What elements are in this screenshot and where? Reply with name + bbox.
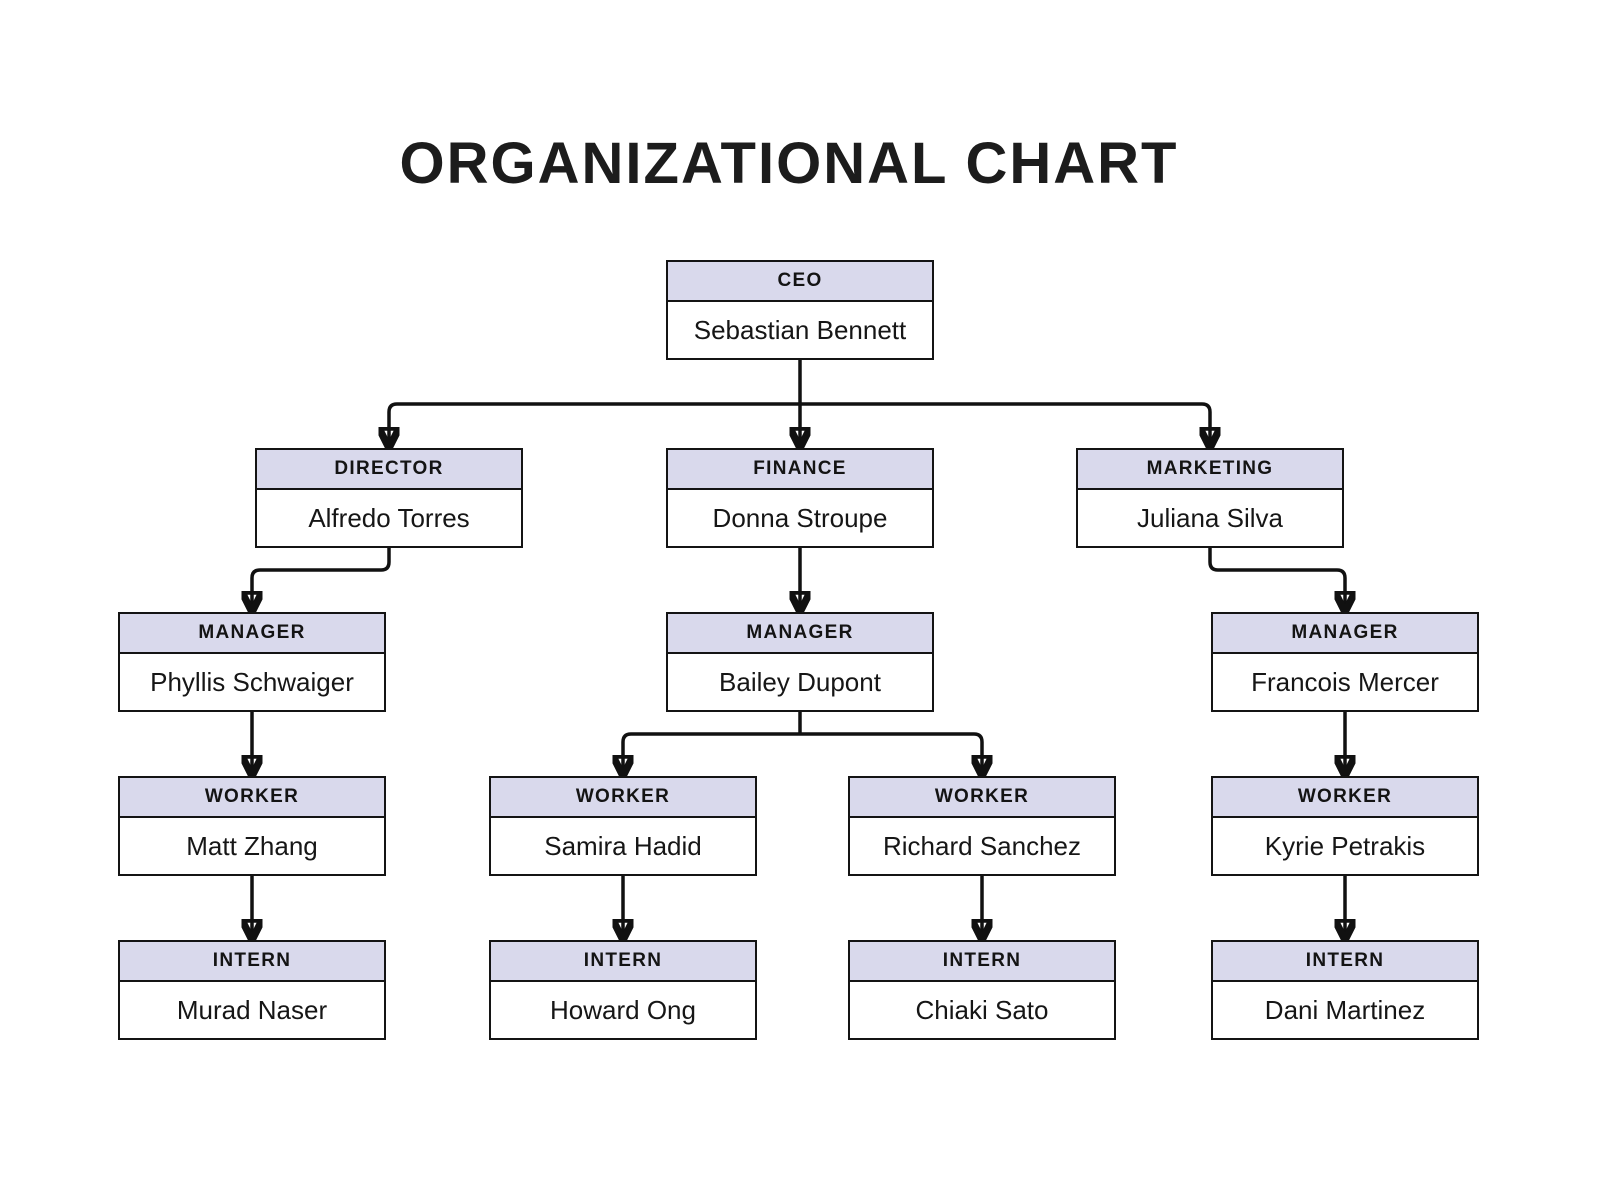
person-name: Howard Ong xyxy=(491,982,755,1038)
role-header: MARKETING xyxy=(1078,450,1342,490)
role-header: INTERN xyxy=(850,942,1114,982)
person-name: Kyrie Petrakis xyxy=(1213,818,1477,874)
page-title: ORGANIZATIONAL CHART xyxy=(399,131,1179,196)
person-name: Sebastian Bennett xyxy=(668,302,932,358)
role-header: MANAGER xyxy=(668,614,932,654)
role-header: INTERN xyxy=(491,942,755,982)
person-name: Juliana Silva xyxy=(1078,490,1342,546)
org-node-ceo: CEO Sebastian Bennett xyxy=(666,260,934,360)
org-node-intern-director: INTERN Murad Naser xyxy=(118,940,386,1040)
person-name: Matt Zhang xyxy=(120,818,384,874)
role-header: CEO xyxy=(668,262,932,302)
person-name: Richard Sanchez xyxy=(850,818,1114,874)
person-name: Alfredo Torres xyxy=(257,490,521,546)
org-node-manager-director: MANAGER Phyllis Schwaiger xyxy=(118,612,386,712)
role-header: INTERN xyxy=(120,942,384,982)
role-header: DIRECTOR xyxy=(257,450,521,490)
role-header: INTERN xyxy=(1213,942,1477,982)
role-header: WORKER xyxy=(850,778,1114,818)
person-name: Chiaki Sato xyxy=(850,982,1114,1038)
role-header: MANAGER xyxy=(120,614,384,654)
person-name: Murad Naser xyxy=(120,982,384,1038)
role-header: WORKER xyxy=(120,778,384,818)
org-node-intern-finance-2: INTERN Chiaki Sato xyxy=(848,940,1116,1040)
org-node-manager-marketing: MANAGER Francois Mercer xyxy=(1211,612,1479,712)
org-node-worker-finance-2: WORKER Richard Sanchez xyxy=(848,776,1116,876)
role-header: MANAGER xyxy=(1213,614,1477,654)
person-name: Phyllis Schwaiger xyxy=(120,654,384,710)
person-name: Dani Martinez xyxy=(1213,982,1477,1038)
org-node-finance: FINANCE Donna Stroupe xyxy=(666,448,934,548)
person-name: Bailey Dupont xyxy=(668,654,932,710)
org-node-director: DIRECTOR Alfredo Torres xyxy=(255,448,523,548)
org-node-marketing: MARKETING Juliana Silva xyxy=(1076,448,1344,548)
role-header: WORKER xyxy=(491,778,755,818)
role-header: FINANCE xyxy=(668,450,932,490)
org-node-worker-marketing: WORKER Kyrie Petrakis xyxy=(1211,776,1479,876)
org-node-worker-director: WORKER Matt Zhang xyxy=(118,776,386,876)
org-node-intern-finance-1: INTERN Howard Ong xyxy=(489,940,757,1040)
person-name: Francois Mercer xyxy=(1213,654,1477,710)
person-name: Donna Stroupe xyxy=(668,490,932,546)
org-node-worker-finance-1: WORKER Samira Hadid xyxy=(489,776,757,876)
person-name: Samira Hadid xyxy=(491,818,755,874)
role-header: WORKER xyxy=(1213,778,1477,818)
org-node-manager-finance: MANAGER Bailey Dupont xyxy=(666,612,934,712)
org-node-intern-marketing: INTERN Dani Martinez xyxy=(1211,940,1479,1040)
